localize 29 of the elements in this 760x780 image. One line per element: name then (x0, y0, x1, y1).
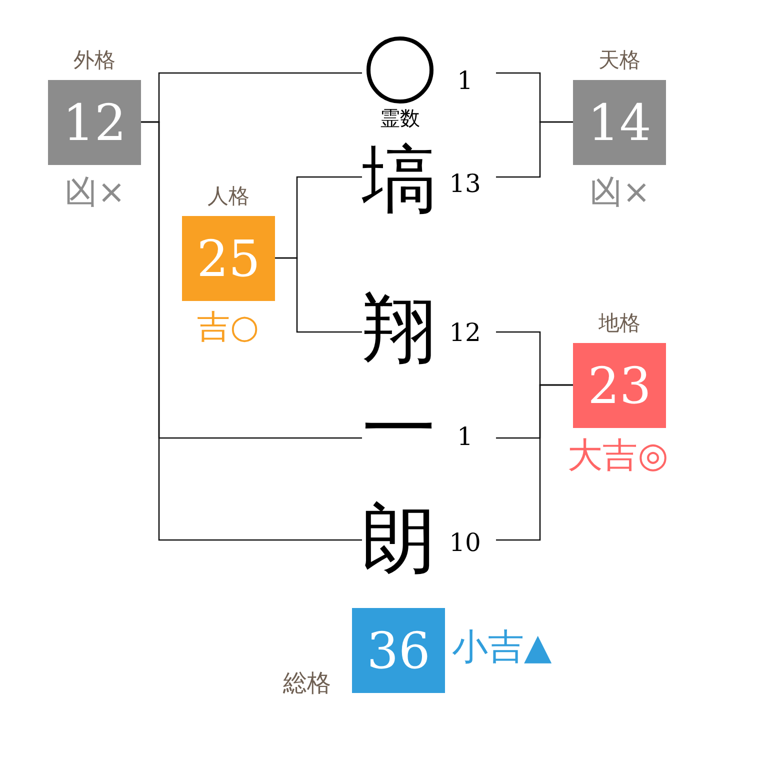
score-box: 14 (573, 80, 666, 165)
grade-label: 地格 (598, 311, 640, 335)
score-box: 12 (48, 80, 141, 165)
grade-label: 総格 (283, 669, 331, 697)
name-character: 塙 (362, 138, 436, 223)
fortune-rating: 凶× (590, 173, 650, 211)
stroke-count: 1 (457, 66, 473, 95)
stroke-count: 12 (449, 318, 481, 347)
caption-label: 霊数 (380, 107, 420, 130)
stroke-count: 1 (457, 422, 473, 451)
bracket-line (275, 257, 362, 333)
grade-label: 外格 (74, 48, 116, 72)
name-character: 翔 (362, 287, 436, 372)
stroke-count: 13 (449, 169, 481, 198)
fortune-rating: 吉○ (197, 308, 259, 346)
score-box: 25 (182, 216, 275, 301)
fortune-rating: 大吉◎ (568, 436, 668, 476)
grade-label: 天格 (598, 48, 640, 72)
grade-label: 人格 (208, 184, 250, 208)
fortune-rating: 小吉▲ (452, 627, 552, 668)
bracket-line (141, 121, 362, 541)
name-character: 朗 (362, 497, 436, 582)
bracket-line (496, 384, 573, 541)
fortune-rating: 凶× (64, 173, 126, 211)
score-box: 23 (573, 343, 666, 428)
stroke-count: 10 (449, 528, 481, 557)
score-box: 36 (352, 608, 445, 693)
bracket-line (496, 121, 573, 178)
name-character: 一 (362, 387, 436, 472)
